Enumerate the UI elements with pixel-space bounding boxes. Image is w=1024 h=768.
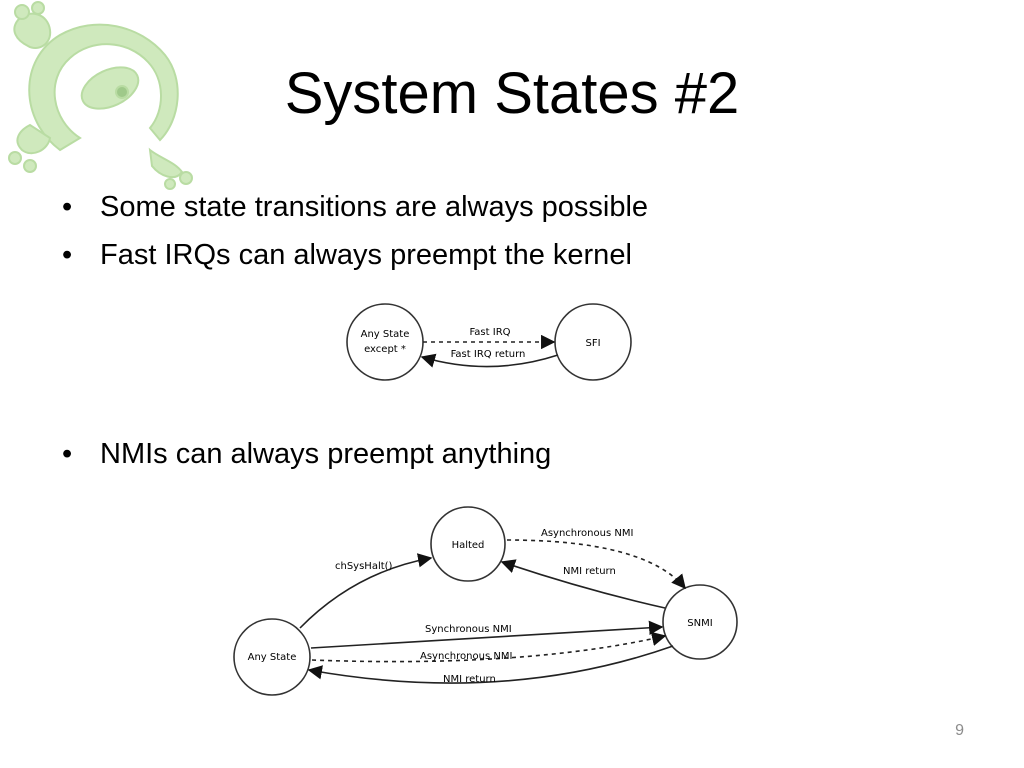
bullet-item: • Some state transitions are always possi… (62, 183, 648, 231)
fast-irq-state-diagram: Any State except * SFI Fast IRQ Fast IRQ… (346, 303, 632, 381)
bullet-glyph: • (62, 438, 73, 470)
edge-async-nmi-bottom (311, 631, 667, 663)
node-label: Any State (248, 652, 297, 663)
node-label: SFI (585, 338, 600, 349)
edge-label: Fast IRQ (469, 327, 510, 338)
slide-number: 9 (955, 722, 964, 739)
edge-label: Synchronous NMI (425, 624, 512, 635)
node-any-state-except (346, 303, 424, 381)
bullet-item: • Fast IRQs can always preempt the kernel (62, 231, 648, 279)
gecko-logo (8, 1, 193, 190)
edge-chsyshalt (299, 553, 433, 629)
edge-async-nmi-top (506, 539, 686, 590)
bullet-text: Fast IRQs can always preempt the kernel (100, 239, 632, 271)
edge-label: chSysHalt() (335, 561, 393, 572)
edge-label: Asynchronous NMI (420, 651, 512, 662)
bullet-text: Some state transitions are always possib… (100, 191, 649, 223)
slide-title: System States #2 (284, 61, 740, 126)
edge-fast-irq-return (420, 353, 559, 368)
bullet-list-bottom: • NMIs can always preempt anything (62, 430, 551, 478)
node-label: Halted (452, 540, 485, 551)
node-any-state (233, 618, 311, 696)
nmi-state-diagram: Halted SNMI Any State chSysHalt() Asynch… (233, 506, 738, 696)
edge-label: NMI return (443, 674, 496, 685)
node-label: Any State (361, 329, 410, 340)
node-halted (430, 506, 506, 582)
node-label: SNMI (687, 618, 712, 629)
edge-nmi-return-top (500, 559, 666, 609)
edge-sync-nmi (310, 620, 664, 649)
bullet-glyph: • (62, 239, 73, 271)
bullet-glyph: • (62, 191, 73, 223)
edge-label: Asynchronous NMI (541, 528, 633, 539)
edge-label: NMI return (563, 566, 616, 577)
bullet-text: NMIs can always preempt anything (100, 438, 552, 470)
bullet-item: • NMIs can always preempt anything (62, 430, 551, 478)
bullet-list-top: • Some state transitions are always possi… (62, 183, 648, 279)
edge-label: Fast IRQ return (451, 349, 526, 360)
edge-nmi-return-bottom (307, 645, 674, 684)
node-label: except * (364, 344, 406, 355)
